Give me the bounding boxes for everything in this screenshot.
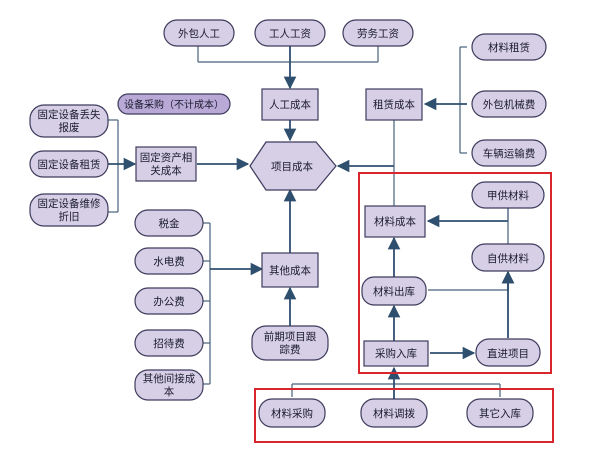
svg-text:折旧: 折旧 (59, 210, 80, 223)
svg-text:甲供材料: 甲供材料 (487, 189, 529, 202)
svg-text:固定资产相: 固定资产相 (140, 151, 193, 164)
node-xiangmu-chengben[interactable]: 项目成本 (249, 141, 337, 191)
node-cailiao-chengben[interactable]: 材料成本 (364, 205, 426, 238)
node-cheliang-yunshu[interactable]: 车辆运输费 (471, 139, 547, 167)
svg-text:水电费: 水电费 (153, 255, 185, 268)
svg-text:租赁成本: 租赁成本 (373, 98, 415, 111)
node-rengong-chengben[interactable]: 人工成本 (261, 88, 319, 121)
node-zigong-cailiao[interactable]: 自供材料 (471, 243, 545, 272)
node-qita-ruku[interactable]: 其它入库 (466, 398, 534, 428)
node-caigou-ruku[interactable]: 采购入库 (363, 340, 429, 367)
inbound-group-frame (254, 388, 554, 443)
node-bangong[interactable]: 办公费 (134, 287, 204, 315)
svg-text:劳务工资: 劳务工资 (357, 27, 399, 40)
svg-text:设备采购（不计成本）: 设备采购（不计成本） (124, 98, 224, 111)
svg-text:关成本: 关成本 (150, 164, 182, 177)
node-cailiao-zulin[interactable]: 材料租赁 (471, 33, 547, 61)
svg-text:外包机械费: 外包机械费 (483, 98, 536, 111)
node-jiagong-cailiao[interactable]: 甲供材料 (471, 181, 545, 209)
material-group-frame (358, 172, 552, 374)
node-shuijin[interactable]: 税金 (134, 209, 204, 237)
svg-text:自供材料: 自供材料 (487, 252, 529, 265)
node-cailiao-caigou[interactable]: 材料采购 (258, 398, 326, 428)
svg-text:固定设备丢失: 固定设备丢失 (38, 108, 101, 121)
svg-text:本: 本 (164, 385, 175, 398)
svg-text:办公费: 办公费 (153, 295, 185, 308)
svg-text:直进项目: 直进项目 (487, 347, 529, 360)
node-cailiao-chuku[interactable]: 材料出库 (361, 276, 427, 306)
note-shebei-caigou: 设备采购（不计成本） (117, 93, 231, 115)
node-zhaodai[interactable]: 招待费 (134, 329, 204, 357)
svg-text:材料出库: 材料出库 (373, 285, 415, 298)
node-qita-jianjie[interactable]: 其他间接成 本 (134, 369, 204, 401)
node-zhijin-xiangmu[interactable]: 直进项目 (475, 338, 541, 367)
svg-text:税金: 税金 (159, 217, 180, 230)
svg-text:材料采购: 材料采购 (271, 407, 313, 420)
node-shuidian[interactable]: 水电费 (134, 247, 204, 275)
svg-text:固定设备租赁: 固定设备租赁 (38, 158, 101, 171)
node-laowu-gongzi[interactable]: 劳务工资 (342, 19, 414, 47)
svg-text:采购入库: 采购入库 (375, 347, 417, 360)
svg-text:固定设备维修: 固定设备维修 (38, 197, 101, 210)
svg-text:外包人工: 外包人工 (178, 27, 220, 40)
svg-text:前期项目跟: 前期项目跟 (264, 330, 317, 343)
node-guding-zulin[interactable]: 固定设备租赁 (29, 150, 109, 178)
svg-text:车辆运输费: 车辆运输费 (483, 147, 536, 160)
svg-text:其它入库: 其它入库 (479, 407, 521, 420)
node-qianqi[interactable]: 前期项目跟 踪费 (251, 325, 329, 361)
svg-text:报废: 报废 (59, 121, 80, 134)
node-guding-diushi[interactable]: 固定设备丢失 报废 (29, 104, 109, 138)
svg-text:材料成本: 材料成本 (374, 215, 416, 228)
svg-text:材料调拨: 材料调拨 (373, 407, 415, 420)
node-qita-chengben[interactable]: 其他成本 (261, 252, 319, 288)
node-zulin-chengben[interactable]: 租赁成本 (365, 88, 423, 121)
svg-text:项目成本: 项目成本 (271, 160, 313, 173)
node-waibao-rengong[interactable]: 外包人工 (163, 19, 235, 47)
svg-text:招待费: 招待费 (153, 337, 185, 350)
svg-text:踪费: 踪费 (280, 343, 301, 356)
node-cailiao-diaobo[interactable]: 材料调拨 (360, 398, 428, 428)
node-gongren-gongzi[interactable]: 工人工资 (254, 19, 326, 47)
node-waibao-jixie[interactable]: 外包机械费 (471, 90, 547, 118)
svg-text:人工成本: 人工成本 (269, 98, 311, 111)
node-guding-weixiu[interactable]: 固定设备维修 折旧 (29, 193, 109, 227)
svg-text:材料租赁: 材料租赁 (488, 41, 530, 54)
svg-text:其他成本: 其他成本 (269, 264, 311, 277)
svg-text:其他间接成: 其他间接成 (143, 372, 196, 385)
node-guding-zichan[interactable]: 固定资产相 关成本 (135, 146, 197, 182)
svg-text:工人工资: 工人工资 (269, 28, 311, 40)
